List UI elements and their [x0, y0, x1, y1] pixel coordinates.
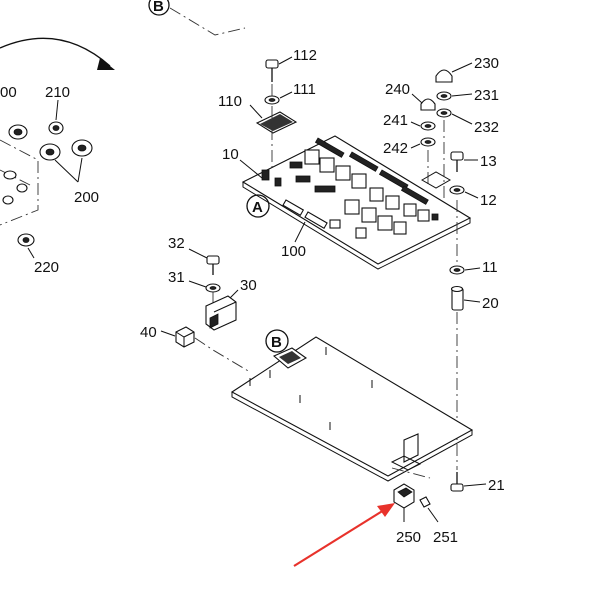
left-subassembly: 00 210 200 220 — [0, 37, 115, 276]
bracket-b-plate — [272, 347, 308, 369]
switch-250 — [393, 483, 415, 522]
part-label-242: 242 — [383, 140, 408, 157]
part-label-40: 40 — [140, 324, 157, 341]
callout-a: A — [246, 194, 270, 218]
part-label-111: 111 — [293, 81, 316, 98]
callout-b-panel: B — [265, 329, 289, 353]
part-label-20: 20 — [482, 295, 499, 312]
part-label-110: 110 — [218, 93, 242, 110]
part-label-12: 12 — [480, 192, 497, 209]
washer-11 — [449, 265, 481, 275]
screw-112 — [265, 56, 293, 82]
part-label-231: 231 — [474, 87, 499, 104]
block-40 — [160, 326, 195, 348]
callout-b-top: B — [148, 0, 246, 36]
grommet-part — [8, 121, 93, 247]
part-label-21: 21 — [488, 477, 505, 494]
part-label-230: 230 — [474, 55, 499, 72]
right-stack-upper — [411, 62, 473, 200]
part-label-251: 251 — [433, 529, 458, 546]
screw-32 — [188, 248, 220, 275]
red-highlight-arrow — [293, 503, 395, 567]
base-tab — [390, 433, 422, 471]
screw-21 — [450, 472, 487, 492]
part-label-241: 241 — [383, 112, 408, 129]
washer-12 — [449, 185, 479, 199]
screw-13 — [450, 151, 478, 172]
part-label-200: 200 — [74, 189, 99, 206]
part-label-10: 10 — [222, 146, 239, 163]
part-label-30: 30 — [240, 277, 257, 294]
callout-a-letter: A — [252, 199, 263, 216]
part-label-32: 32 — [168, 235, 185, 252]
spacer-20 — [450, 285, 481, 311]
part-label-100: 100 — [281, 243, 306, 260]
part-label-31: 31 — [168, 269, 185, 286]
part-label-11: 11 — [482, 259, 498, 276]
washer-31 — [188, 280, 221, 293]
board-components — [261, 137, 439, 239]
base-panel — [230, 336, 474, 482]
callout-b-panel-letter: B — [271, 334, 282, 351]
label-251 — [419, 496, 439, 523]
part-label-112: 112 — [293, 47, 317, 64]
part-label-210: 210 — [45, 84, 70, 101]
part-label-220: 220 — [34, 259, 59, 276]
part-label-250: 250 — [396, 529, 421, 546]
callout-b-top-letter: B — [153, 0, 164, 15]
part-label-232: 232 — [474, 119, 499, 136]
part-label-13: 13 — [480, 153, 497, 170]
part-label-240: 240 — [385, 81, 410, 98]
washer-111 — [264, 91, 293, 105]
part-label-00: 00 — [0, 84, 17, 101]
cover-plate-110 — [249, 104, 298, 134]
bracket-30 — [205, 289, 239, 331]
circuit-board-10 — [239, 135, 472, 270]
